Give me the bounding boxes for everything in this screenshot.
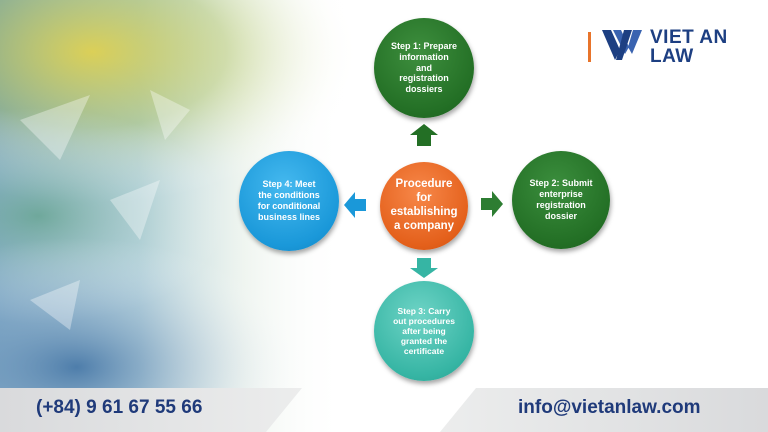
arrow-up-icon: [410, 124, 438, 146]
logo-wordmark: VIET AN LAW: [650, 27, 728, 67]
contact-phone[interactable]: (+84) 9 61 67 55 66: [36, 397, 203, 418]
vietan-law-logo: VIET AN LAW: [588, 26, 738, 70]
contact-email[interactable]: info@vietanlaw.com: [518, 397, 701, 418]
logo-mark-icon: [602, 30, 642, 60]
footer-phone-bar: [0, 388, 302, 432]
arrow-left-icon: [344, 192, 366, 218]
logo-divider: [588, 32, 591, 62]
arrow-down-icon: [410, 258, 438, 278]
footer-email-bar: [440, 388, 768, 432]
arrow-right-icon: [481, 191, 503, 217]
